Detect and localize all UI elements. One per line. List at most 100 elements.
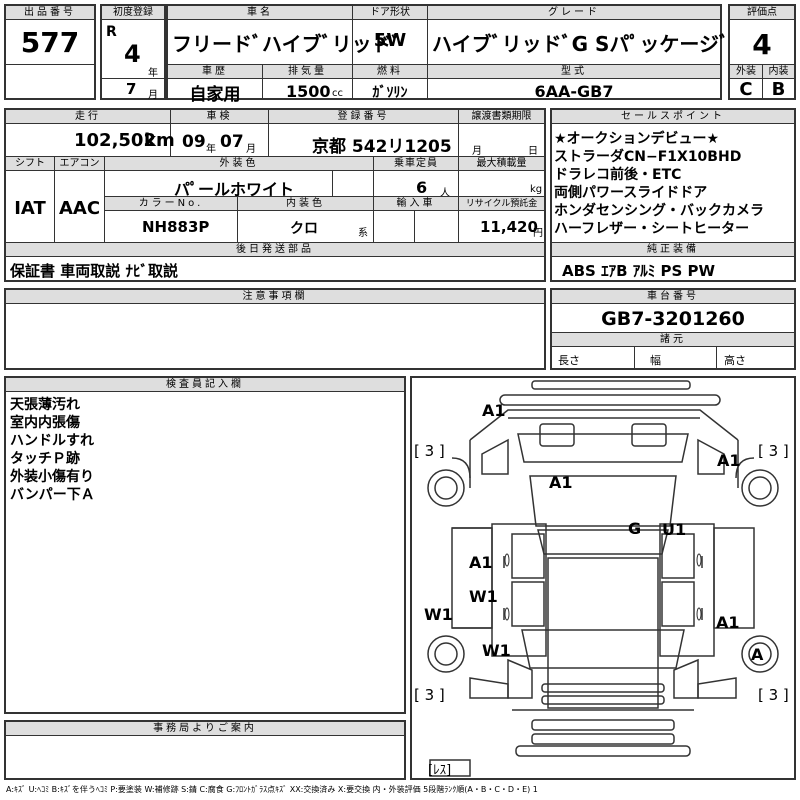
first-reg-month-unit: 月 (148, 90, 158, 101)
divider (716, 347, 717, 368)
damage-mark: A1 (717, 451, 741, 470)
divider (458, 156, 459, 242)
damage-mark: A1 (716, 613, 740, 632)
shift-value: IAT (14, 198, 46, 219)
recycle-value: 11,420 (480, 218, 538, 236)
score-box: 評価点 4 外装 内装 C B (728, 4, 796, 100)
color-no-header: カラーNo. (105, 197, 237, 211)
divider (104, 156, 105, 242)
car-diagram-box: A1 A1 A1 G U1 A1 W1 W1 W1 A1 A [ 3 ] [ 3… (410, 376, 796, 780)
lot-number: 577 (20, 26, 80, 59)
divider (762, 64, 763, 98)
damage-mark: A (751, 645, 764, 664)
equipment-value: ABS ｴｱB ｱﾙﾐ PS PW (562, 262, 716, 280)
capacity-header: 乗車定員 (374, 157, 458, 171)
spec-height-label: 高さ (724, 354, 746, 367)
spare-label: [ﾚｽ] (428, 763, 451, 778)
score-value: 4 (752, 28, 772, 61)
divider (237, 196, 238, 242)
selling-point-line: ハーフレザー・シートヒーター (554, 221, 750, 237)
equipment-header: 純正装備 (552, 243, 794, 257)
selling-point-line: ★オークションデビュー★ (554, 131, 720, 147)
spec-length-label: 長さ (558, 354, 580, 367)
shift-header: シフト (6, 157, 54, 171)
displacement-unit: cc (332, 88, 343, 99)
transfer-header: 譲渡書類期限 (459, 110, 544, 124)
divider (352, 6, 353, 64)
main-info-box: 走行 車検 登録番号 譲渡書類期限 102,502 km 09 年 07 月 京… (4, 108, 546, 282)
divider (427, 64, 428, 98)
int-color-value: クロ (290, 221, 318, 237)
tire-label: [ 3 ] (414, 442, 445, 460)
divider (262, 64, 263, 98)
ext-color-value: パﾟールホワイト (174, 180, 295, 199)
inspection-year-unit: 年 (206, 144, 216, 155)
divider (352, 64, 353, 98)
int-color-header: 内装色 (238, 197, 373, 211)
first-reg-month: 7 (126, 80, 137, 98)
divider (102, 78, 164, 79)
model-value: 6AA-GB7 (534, 82, 614, 101)
divider (634, 347, 635, 368)
damage-mark: A1 (469, 553, 493, 572)
later-parts-header: 後日発送部品 (6, 243, 544, 257)
fuel-value: ｶﾞｿﾘﾝ (372, 85, 408, 101)
capacity-unit: 人 (440, 188, 450, 199)
selling-point-line: ドラレコ前後・ETC (554, 167, 682, 183)
int-color-unit: 系 (358, 228, 368, 239)
office-box: 事務局よりご案内 (4, 720, 406, 780)
selling-points-box: セールスポイント ★オークションデビュー★ ストラーダCN−F1X10BHD ド… (550, 108, 796, 282)
inspector-header: 検査員記入欄 (6, 378, 404, 392)
int-score: B (771, 79, 786, 100)
lot-header: 出品番号 (6, 6, 94, 20)
tire-label: [ 3 ] (758, 442, 789, 460)
inspector-line: バンパー下Ａ (10, 487, 95, 503)
displacement-header: 排気量 (263, 65, 352, 79)
grade-value: ハイブﾞリッドﾞG Sパﾟッケージﾞ (432, 32, 729, 56)
first-reg-era: R (106, 24, 117, 40)
displacement-value: 1500 (286, 82, 331, 101)
selling-point-line: ストラーダCN−F1X10BHD (554, 149, 742, 165)
car-name: フリードﾞハイブﾞリッドﾞ (172, 32, 402, 56)
spec-width-label: 幅 (650, 354, 661, 367)
car-diagram: A1 A1 A1 G U1 A1 W1 W1 W1 A1 A [ 3 ] [ 3… (414, 380, 789, 778)
recycle-header: リサイクル預託金 (459, 197, 544, 211)
first-reg-year: 4 (124, 40, 141, 68)
divider (332, 171, 333, 196)
first-reg-box: 初度登録 R 4 年 7 月 (100, 4, 166, 101)
inspector-line: 室内内張傷 (10, 415, 80, 431)
mileage-unit: km (144, 130, 175, 151)
chassis-number: GB7-3201260 (601, 308, 745, 330)
ext-score: C (739, 79, 753, 100)
divider (105, 196, 544, 197)
inspector-line: 天張薄汚れ (10, 397, 80, 413)
damage-mark: A1 (482, 401, 506, 420)
recycle-unit: 円 (533, 228, 543, 239)
later-parts-value: 保証書 車両取説 ﾅﾋﾞ取説 (10, 262, 178, 280)
office-header: 事務局よりご案内 (6, 722, 404, 736)
inspection-header: 車検 (171, 110, 268, 124)
model-header: 型式 (428, 65, 720, 79)
divider (6, 242, 544, 243)
damage-mark: W1 (469, 587, 498, 606)
max-load-unit: kg (530, 184, 543, 195)
mileage-value: 102,502 (74, 130, 156, 151)
history-header: 車歴 (168, 65, 262, 79)
divider (552, 242, 794, 243)
door-header: ドア形状 (353, 6, 427, 20)
selling-point-line: 両側パワースライドドア (554, 185, 708, 201)
notes-header: 注意事項欄 (6, 290, 544, 304)
transfer-day-unit: 日 (528, 146, 538, 157)
divider (427, 6, 428, 64)
name-box: 車名 ドア形状 グレード フリードﾞハイブﾞリッドﾞ 5W ハイブﾞリッドﾞG … (166, 4, 729, 105)
chassis-header: 車台番号 (552, 290, 794, 304)
ext-color-header: 外装色 (105, 157, 373, 171)
aircon-header: エアコン (55, 157, 104, 171)
color-no-value: NH883P (142, 218, 210, 236)
damage-mark: U1 (662, 520, 686, 539)
inspector-line: タッチＰ跡 (10, 451, 80, 467)
divider (170, 110, 171, 156)
divider (168, 64, 720, 65)
selling-point-line: ホンダセンシング・バックカメラ (554, 203, 764, 219)
divider (373, 156, 374, 242)
